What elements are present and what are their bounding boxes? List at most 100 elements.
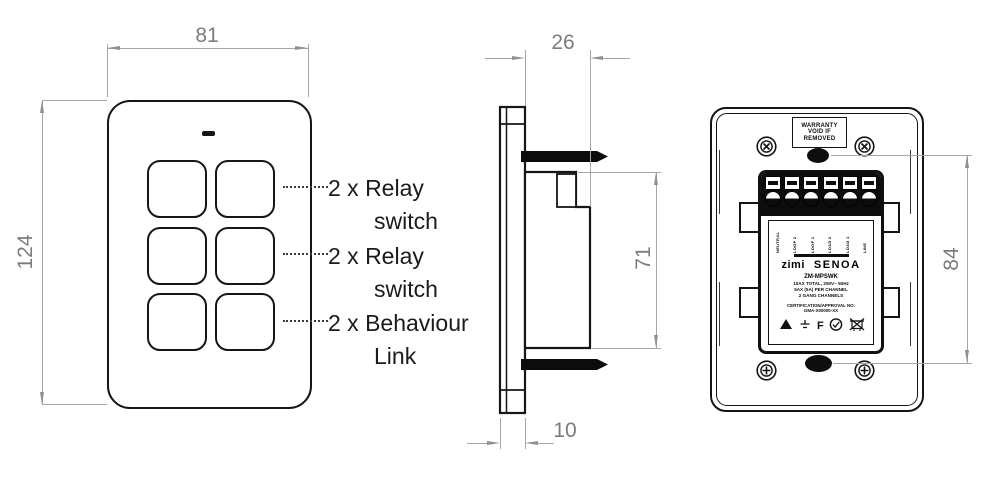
switch-module: NEUTRAL LOOP 2 LOOP 1 LOAD 2 LOAD 1 LINE… [758, 170, 884, 354]
rcm-mark-icon [829, 317, 843, 331]
terminal-block [761, 173, 881, 216]
back-plate-edge-tick [910, 150, 912, 214]
terminal-screw [784, 191, 801, 207]
terminal-label: LOAD 2 [827, 236, 833, 253]
switch-button-2 [215, 160, 275, 218]
terminal-label: LINE [861, 242, 867, 253]
annotation-line: switch [374, 208, 438, 234]
f-mark-icon: F [817, 320, 824, 331]
dim-84-arrow-bottom [964, 350, 969, 363]
dim-84-ext-top [831, 155, 972, 156]
weee-bin-icon [849, 317, 865, 331]
annotation-line: 2 x Relay [328, 243, 424, 269]
warranty-sticker: WARRANTY VOID IF REMOVED [792, 117, 847, 148]
terminal-labels: NEUTRAL LOOP 2 LOOP 1 LOAD 2 LOAD 1 LINE [769, 221, 873, 253]
dim-84-ext-bottom [833, 363, 972, 364]
dim-mount-spacing-label: 84 [940, 247, 963, 271]
switch-button-5 [147, 293, 207, 351]
warning-triangle-icon [780, 318, 792, 329]
spec-line: 2 GANG CHANNELS [798, 292, 844, 298]
terminal [784, 176, 801, 214]
dim-height-label: 124 [14, 234, 37, 270]
product-name: SENOA [813, 258, 861, 271]
spec-line: 10AX TOTAL, 250V~ 50Hz [793, 280, 849, 286]
dim-81-line [107, 48, 308, 49]
led-indicator [202, 131, 215, 136]
back-plate-edge-tick [910, 282, 912, 346]
annotation-relay-1: 2 x Relay switch [328, 172, 438, 238]
leader-line-3 [283, 320, 328, 322]
dim-71-ext-bottom [592, 348, 661, 349]
side-plate-outline [498, 105, 527, 415]
mounting-screw-top [521, 151, 608, 162]
dim-10-ext-left [500, 418, 501, 449]
svg-text:F: F [817, 320, 824, 331]
dim-124-line [42, 100, 43, 405]
terminal-label: LOAD 1 [844, 236, 850, 253]
back-screw-top-left [756, 136, 777, 157]
dim-26-arrow-right [590, 55, 603, 60]
wire-clamp [822, 176, 839, 190]
warranty-line: WARRANTY [801, 122, 838, 129]
back-plate-inner-line [716, 113, 918, 406]
warranty-line: REMOVED [803, 135, 836, 142]
dim-124-arrow-bottom [39, 392, 44, 405]
dim-84-line [967, 155, 968, 363]
front-view-faceplate [107, 100, 312, 409]
terminal-label: LOOP 2 [792, 236, 798, 253]
dim-81-ext-left [107, 44, 108, 97]
dim-26-ext-right [590, 50, 591, 207]
wire-clamp [803, 176, 820, 190]
terminal-label: LOOP 1 [809, 236, 815, 253]
side-view-drawing [498, 105, 608, 415]
back-screw-top-right [854, 136, 875, 157]
dim-body-height-label: 71 [632, 246, 655, 270]
back-screw-bottom-right [854, 360, 875, 381]
dim-71-line [656, 172, 657, 348]
annotation-line: switch [374, 276, 438, 302]
dim-124-arrow-top [39, 100, 44, 113]
terminal [841, 176, 858, 214]
terminal [765, 176, 781, 214]
back-screw-bottom-left [756, 360, 777, 381]
dim-124-ext-top [42, 100, 107, 101]
wire-clamp [841, 176, 858, 190]
dim-width-label: 81 [195, 24, 219, 47]
dim-71-arrow-top [653, 172, 658, 185]
dim-10-tail-left [467, 443, 488, 444]
terminal-screw [841, 191, 858, 207]
leader-line-1 [283, 186, 328, 188]
terminal-screw [860, 191, 877, 207]
switch-button-4 [215, 227, 275, 285]
certification-lines: CERTIFICATION/APPROVAL NO: GMA-X00000-XX [769, 303, 873, 314]
zimi-logo: zimi [781, 258, 805, 271]
earth-icon [800, 319, 810, 328]
dim-26-tail-left [485, 58, 513, 59]
product-label: NEUTRAL LOOP 2 LOOP 1 LOAD 2 LOAD 1 LINE… [768, 220, 874, 345]
terminal-label: NEUTRAL [775, 231, 780, 253]
mounting-hole-bottom [805, 355, 832, 372]
cert-line: GMA-X00000-XX [803, 308, 839, 314]
spec-lines: 10AX TOTAL, 250V~ 50Hz 5AX (5A) PER CHAN… [769, 281, 873, 299]
annotation-relay-2: 2 x Relay switch [328, 240, 438, 306]
dim-124-ext-bottom [42, 404, 107, 405]
terminal [860, 176, 877, 214]
dim-10-ext-right [525, 418, 526, 449]
dim-71-ext-top [578, 172, 661, 173]
dim-81-arrow-left [107, 45, 120, 50]
dim-81-ext-right [308, 44, 309, 97]
wire-clamp [765, 176, 781, 190]
dim-71-arrow-bottom [653, 335, 658, 348]
dim-26-ext-left [525, 50, 526, 106]
back-plate-edge-tick [719, 282, 721, 346]
spec-line: 5AX (5A) PER CHANNEL [794, 286, 848, 292]
leader-line-2 [283, 253, 328, 255]
wire-clamp [860, 176, 877, 190]
cert-line: CERTIFICATION/APPROVAL NO: [786, 302, 856, 308]
annotation-line: 2 x Relay [328, 175, 424, 201]
side-body-clip [556, 173, 577, 208]
terminal-screw [822, 191, 839, 207]
terminal-screw [765, 191, 781, 207]
warranty-line: VOID IF [807, 129, 832, 136]
switch-button-6 [215, 293, 275, 351]
